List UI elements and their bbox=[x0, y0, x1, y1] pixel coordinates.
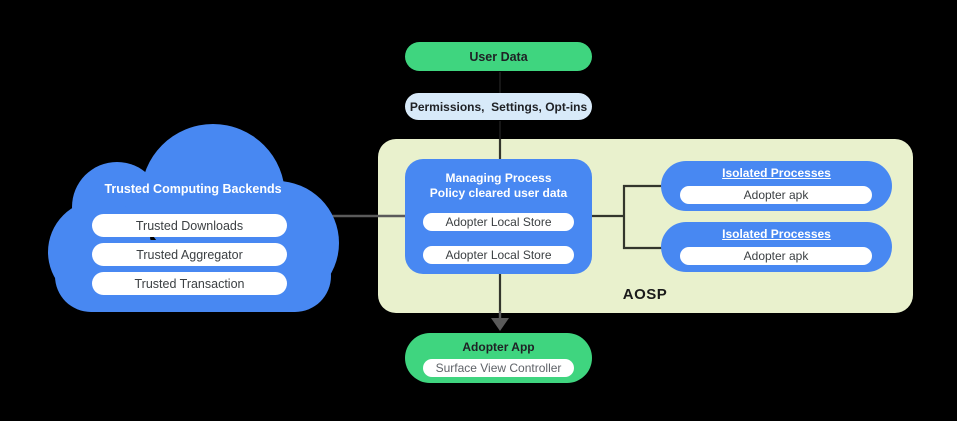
managing-process-node: Managing Process Policy cleared user dat… bbox=[405, 159, 592, 274]
cloud-item-label: Trusted Downloads bbox=[135, 218, 244, 233]
adopter-local-store-pill: Adopter Local Store bbox=[423, 246, 574, 264]
cloud-item-label: Trusted Aggregator bbox=[136, 247, 243, 262]
managing-process-title: Managing Process Policy cleared user dat… bbox=[405, 171, 592, 201]
aosp-label: AOSP bbox=[622, 286, 668, 303]
cloud-title: Trusted Computing Backends bbox=[104, 182, 282, 196]
managing-process-title-line1: Managing Process bbox=[445, 171, 552, 185]
adopter-apk-pill: Adopter apk bbox=[680, 247, 872, 265]
adopter-app-node: Adopter App Surface View Controller bbox=[405, 333, 592, 383]
isolated-process-node: Isolated Processes Adopter apk bbox=[661, 222, 892, 272]
permissions-node: Permissions, Settings, Opt-ins bbox=[405, 93, 592, 120]
arrow-down-icon bbox=[491, 318, 509, 331]
permissions-label: Permissions, Settings, Opt-ins bbox=[409, 99, 588, 114]
surface-view-controller-label: Surface View Controller bbox=[435, 361, 562, 375]
user-data-node: User Data bbox=[405, 42, 592, 71]
cloud-item-label: Trusted Transaction bbox=[134, 276, 245, 291]
adopter-local-store-label: Adopter Local Store bbox=[445, 248, 552, 262]
cloud-item-trusted-aggregator: Trusted Aggregator bbox=[92, 243, 287, 266]
adopter-apk-label: Adopter apk bbox=[743, 249, 809, 263]
adopter-apk-pill: Adopter apk bbox=[680, 186, 872, 204]
managing-process-title-line2: Policy cleared user data bbox=[429, 186, 568, 200]
cloud-item-trusted-transaction: Trusted Transaction bbox=[92, 272, 287, 295]
isolated-process-title: Isolated Processes bbox=[722, 227, 831, 241]
adopter-app-title: Adopter App bbox=[462, 340, 535, 354]
adopter-local-store-pill: Adopter Local Store bbox=[423, 213, 574, 231]
isolated-process-node: Isolated Processes Adopter apk bbox=[661, 161, 892, 211]
surface-view-controller-pill: Surface View Controller bbox=[423, 359, 574, 377]
user-data-label: User Data bbox=[469, 49, 528, 64]
isolated-process-title: Isolated Processes bbox=[722, 166, 831, 180]
cloud-item-trusted-downloads: Trusted Downloads bbox=[92, 214, 287, 237]
adopter-local-store-label: Adopter Local Store bbox=[445, 215, 552, 229]
adopter-apk-label: Adopter apk bbox=[743, 188, 809, 202]
